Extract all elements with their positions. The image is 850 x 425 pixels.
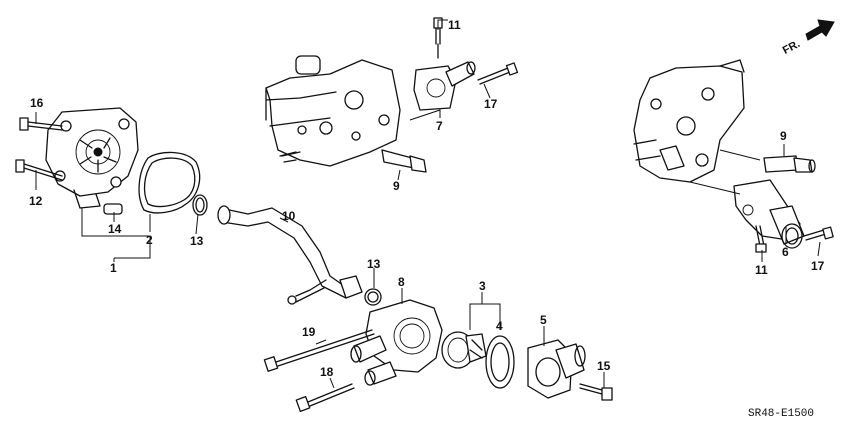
callout-7: 7 bbox=[436, 119, 443, 133]
callout-15: 15 bbox=[597, 359, 611, 373]
bolt-17-upper bbox=[477, 62, 519, 85]
callout-9-upper: 9 bbox=[393, 179, 400, 193]
callout-6: 6 bbox=[782, 245, 789, 259]
water-pipe-9-upper bbox=[381, 149, 427, 173]
callout-8: 8 bbox=[398, 275, 405, 289]
dowel-pin bbox=[103, 203, 123, 215]
callout-14: 14 bbox=[108, 222, 122, 236]
cylinder-head-right bbox=[633, 59, 745, 183]
stud-bolt-center bbox=[281, 151, 301, 157]
water-passage-pipe bbox=[217, 205, 363, 305]
thermostat-housing-upper bbox=[413, 61, 476, 111]
forward-direction-arrow bbox=[805, 19, 835, 41]
thermostat-gasket-4 bbox=[485, 335, 515, 389]
thermostat-housing-8 bbox=[350, 299, 443, 386]
leader-lines bbox=[35, 19, 821, 389]
forward-direction-label: FR. bbox=[781, 38, 802, 57]
cylinder-head-center bbox=[265, 55, 401, 167]
callout-4: 4 bbox=[496, 319, 503, 333]
o-ring-upper bbox=[192, 194, 208, 216]
callout-11-upper: 11 bbox=[448, 18, 461, 32]
callout-18: 18 bbox=[320, 365, 334, 379]
callout-2: 2 bbox=[146, 233, 153, 247]
callout-1: 1 bbox=[110, 261, 117, 275]
callout-10: 10 bbox=[282, 209, 296, 223]
bolt-17-right bbox=[803, 226, 834, 241]
callout-5: 5 bbox=[540, 313, 547, 327]
long-bolt-19 bbox=[263, 329, 375, 372]
thermostat-3 bbox=[441, 331, 487, 369]
callout-3: 3 bbox=[479, 279, 486, 293]
callout-11-right: 11 bbox=[755, 263, 768, 277]
callout-12: 12 bbox=[29, 194, 43, 208]
callout-16: 16 bbox=[30, 96, 44, 110]
thermostat-cover-5 bbox=[527, 339, 586, 399]
bolt-15 bbox=[579, 383, 613, 401]
water-pipe-9-right bbox=[763, 155, 816, 173]
bolt-11-right bbox=[755, 225, 767, 253]
callout-19: 19 bbox=[302, 325, 316, 339]
callout-17-upper: 17 bbox=[484, 97, 498, 111]
water-pump bbox=[45, 107, 139, 209]
callout-13-upper: 13 bbox=[190, 234, 204, 248]
o-ring-lower bbox=[364, 288, 382, 306]
bolt-18 bbox=[295, 383, 355, 412]
callout-9-right: 9 bbox=[780, 129, 787, 143]
callout-13-lower: 13 bbox=[367, 257, 381, 271]
diagram-code: SR48-E1500 bbox=[748, 408, 814, 420]
pump-mounting-bolt bbox=[19, 117, 63, 131]
water-outlet-6 bbox=[733, 179, 805, 249]
pump-gasket bbox=[138, 151, 201, 214]
pump-mounting-bolt-lower bbox=[15, 159, 63, 181]
callout-17-right: 17 bbox=[811, 259, 825, 273]
